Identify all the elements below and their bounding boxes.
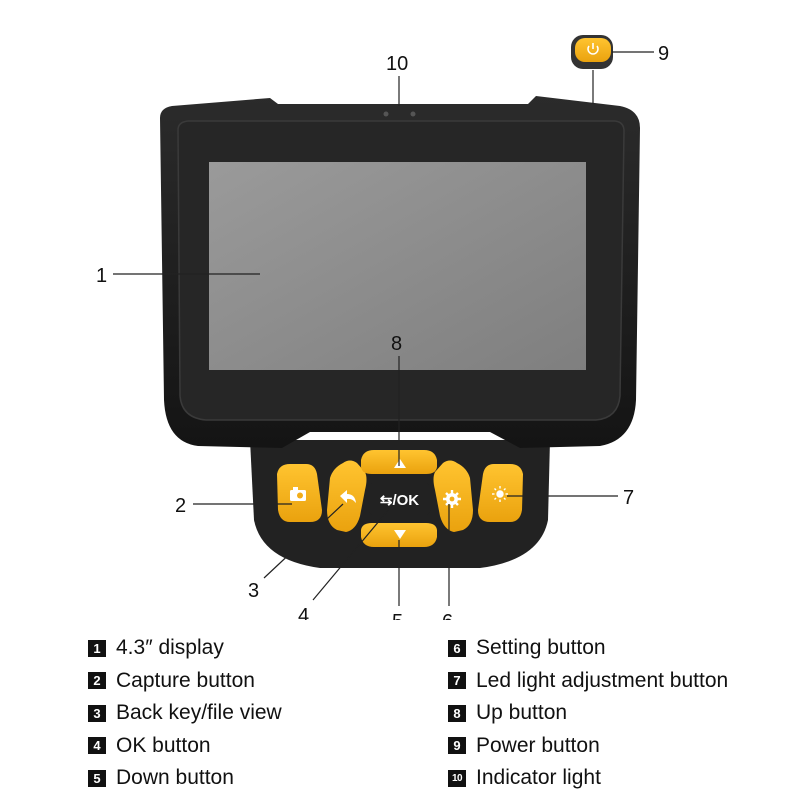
legend-number-badge: 7 <box>448 672 466 690</box>
indicator-light-left <box>383 111 389 117</box>
up-triangle-icon <box>394 459 406 468</box>
capture-button[interactable] <box>277 464 322 522</box>
legend-label: Capture button <box>116 668 255 692</box>
legend-number-badge: 8 <box>448 704 466 722</box>
callout-7: 7 <box>623 487 634 509</box>
legend-label: Back key/file view <box>116 701 282 725</box>
gear-icon <box>443 490 461 508</box>
down-triangle-icon <box>394 530 406 539</box>
leader-lines <box>113 51 654 606</box>
legend-number-badge: 10 <box>448 769 466 787</box>
legend-item-2: 2 Capture button <box>88 665 282 698</box>
legend-number-badge: 1 <box>88 639 106 657</box>
setting-button[interactable] <box>433 460 474 533</box>
display-screen[interactable] <box>209 162 586 370</box>
callout-3: 3 <box>248 580 259 602</box>
legend-item-9: 9 Power button <box>448 730 728 763</box>
down-button[interactable] <box>361 523 437 547</box>
back-button[interactable] <box>327 460 367 533</box>
callout-10: 10 <box>386 53 408 75</box>
legend-item-6: 6 Setting button <box>448 632 728 665</box>
legend-number-badge: 9 <box>448 737 466 755</box>
power-button[interactable] <box>571 35 613 69</box>
legend-label: OK button <box>116 733 211 757</box>
leader-line-4 <box>312 507 391 601</box>
legend-item-7: 7 Led light adjustment button <box>448 665 728 698</box>
leader-line-3 <box>263 503 344 579</box>
callout-4: 4 <box>298 605 309 620</box>
indicator-light-right <box>410 111 416 117</box>
led-light-icon <box>492 486 508 502</box>
legend-item-8: 8 Up button <box>448 697 728 730</box>
camera-icon <box>290 487 306 501</box>
legend-label: Indicator light <box>476 766 601 790</box>
callout-6: 6 <box>442 611 453 620</box>
legend-item-4: 4 OK button <box>88 730 282 763</box>
legend-number-badge: 6 <box>448 639 466 657</box>
legend-label: Setting button <box>476 636 606 660</box>
legend-number-badge: 4 <box>88 737 106 755</box>
callout-2: 2 <box>175 495 186 517</box>
callout-9: 9 <box>658 43 669 65</box>
callout-8: 8 <box>391 333 402 355</box>
led-button[interactable] <box>478 464 523 522</box>
callout-1: 1 <box>96 265 107 287</box>
legend-number-badge: 5 <box>88 769 106 787</box>
legend-item-3: 3 Back key/file view <box>88 697 282 730</box>
callout-5: 5 <box>392 611 403 620</box>
legend-item-1: 1 4.3″ display <box>88 632 282 665</box>
legend-item-5: 5 Down button <box>88 762 282 795</box>
legend-label: Power button <box>476 733 600 757</box>
legend-item-10: 10 Indicator light <box>448 762 728 795</box>
legend-label: Down button <box>116 766 234 790</box>
legend-label: Up button <box>476 701 568 725</box>
back-arrow-icon <box>340 490 356 503</box>
device-diagram: ⇆/OK <box>96 35 669 620</box>
ok-button[interactable]: ⇆/OK <box>368 482 431 516</box>
power-icon <box>587 43 599 55</box>
legend-column-left: 1 4.3″ display 2 Capture button 3 Back k… <box>88 632 282 795</box>
ok-label: ⇆/OK <box>380 492 419 509</box>
legend-label: Led light adjustment button <box>476 668 729 692</box>
legend-column-right: 6 Setting button 7 Led light adjustment … <box>448 632 728 795</box>
legend-number-badge: 3 <box>88 704 106 722</box>
legend-label: 4.3″ display <box>116 636 224 660</box>
legend-number-badge: 2 <box>88 672 106 690</box>
